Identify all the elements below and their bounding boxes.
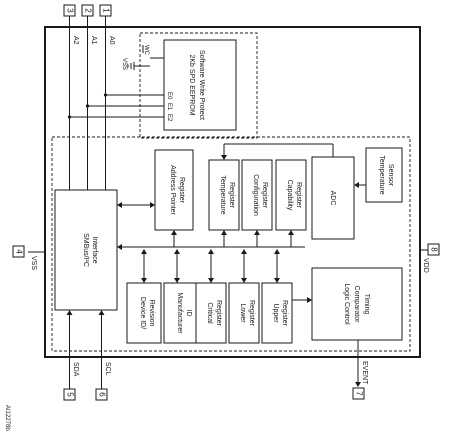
upper-register bbox=[261, 282, 293, 344]
scl-label: SCL bbox=[104, 362, 111, 376]
configuration-register bbox=[241, 159, 273, 231]
smbus-label-line2: Interface bbox=[91, 236, 98, 263]
capability-label-line1: Capability bbox=[286, 180, 293, 211]
vdd-label: VDD bbox=[422, 258, 429, 273]
figure-id: AI12278b bbox=[4, 405, 10, 431]
critical-label-line1: Critical bbox=[206, 302, 213, 324]
bus-to-upper-arrow-down bbox=[274, 278, 280, 283]
eeprom-label-line1: 2Kb SPD EEPROM bbox=[188, 54, 195, 115]
a0-label: A0 bbox=[108, 36, 115, 45]
adc-block bbox=[311, 156, 355, 240]
logic-label-line1: Logic Control bbox=[343, 283, 350, 325]
e1-label: E1 bbox=[166, 103, 172, 111]
pin-4-label: 4 bbox=[14, 249, 23, 254]
config-label-line2: Register bbox=[261, 182, 268, 209]
temp-to-bus-arrowhead bbox=[221, 230, 227, 235]
adc-label: ADC bbox=[329, 191, 336, 206]
event-label: EVENT bbox=[361, 361, 368, 385]
sensor-region bbox=[51, 136, 411, 352]
e2-label: E2 bbox=[166, 114, 172, 122]
logic-label-line2: Comparator bbox=[353, 286, 360, 324]
e0-label: E0 bbox=[166, 92, 172, 100]
scl-arrowhead bbox=[98, 310, 105, 315]
manuf-label-line1: Manufacturer bbox=[176, 292, 183, 334]
bus-to-lower-arrow-down bbox=[241, 278, 247, 283]
sensor-label-line2: Sensor bbox=[387, 164, 394, 187]
upper-label-line1: Upper bbox=[272, 303, 279, 323]
temperature-register bbox=[208, 159, 240, 231]
temp-label-line1: Temperature bbox=[219, 175, 226, 214]
config-to-bus-arrowhead bbox=[254, 230, 260, 235]
upper-label-line2: Register bbox=[281, 300, 288, 327]
bus-to-lower-arrow-up bbox=[241, 249, 247, 254]
manuf-label-line2: ID bbox=[185, 310, 192, 317]
bus-to-device-arrow-down bbox=[141, 278, 147, 283]
pin-4-box bbox=[12, 245, 25, 258]
bus-to-upper-arrow-up bbox=[274, 249, 280, 254]
vss-eeprom-label: VSS bbox=[121, 58, 127, 70]
event-arrowhead bbox=[355, 382, 361, 387]
pin-3-label: 3 bbox=[65, 8, 74, 13]
logic-label-line3: Timing bbox=[363, 294, 370, 315]
vss-label: VSS bbox=[30, 256, 37, 270]
bus-to-manuf-arrow-up bbox=[174, 249, 180, 254]
adc-feedback-arrowhead bbox=[221, 155, 227, 160]
pin-6-label: 6 bbox=[97, 392, 106, 397]
chip-outline bbox=[44, 26, 421, 358]
pin-7-label: 7 bbox=[354, 391, 363, 396]
lower-label-line2: Register bbox=[248, 300, 255, 327]
eeprom-region bbox=[139, 32, 258, 139]
pin-8-label: 8 bbox=[429, 247, 438, 252]
address-pointer-register bbox=[154, 149, 194, 231]
config-label-line1: Configuration bbox=[252, 174, 259, 216]
sda-label: SDA bbox=[72, 362, 79, 377]
logic-control-block bbox=[311, 267, 403, 341]
smbus-label-line1: SMBus/I²C bbox=[82, 233, 89, 267]
sensor-label-line1: Temperature bbox=[378, 155, 385, 194]
pin-5-label: 5 bbox=[65, 392, 74, 397]
smbus-to-addr-arrowtail bbox=[117, 202, 122, 208]
bus-arrow-left bbox=[117, 244, 122, 250]
smbus-interface bbox=[54, 189, 118, 311]
smbus-to-addr-arrowhead bbox=[150, 202, 155, 208]
lower-label-line1: Lower bbox=[239, 303, 246, 323]
eeprom-label-line2: Software Write Protect bbox=[198, 50, 205, 120]
temperature-sensor bbox=[365, 147, 403, 203]
bus-to-critical-arrow-down bbox=[208, 278, 214, 283]
eeprom-block bbox=[163, 39, 237, 131]
pin-1-label: 1 bbox=[101, 8, 110, 13]
a1-label: A1 bbox=[90, 36, 97, 45]
capability-label-line2: Register bbox=[295, 182, 302, 209]
device-label-line2: Revision bbox=[148, 300, 155, 327]
junction-a2 bbox=[67, 115, 72, 119]
addr-label-line1: Address Pointer bbox=[169, 165, 176, 215]
addr-to-bus-arrowhead bbox=[171, 230, 177, 235]
registers-to-logic-arrowhead bbox=[307, 297, 312, 303]
sensor-to-adc-arrowhead bbox=[354, 182, 359, 188]
bus-to-critical-arrow-up bbox=[208, 249, 214, 254]
device-label-line1: Device ID/ bbox=[139, 297, 146, 329]
critical-register bbox=[195, 282, 227, 344]
capability-to-bus-arrowhead bbox=[288, 230, 294, 235]
critical-label-line2: Register bbox=[215, 300, 222, 327]
pin-8-box bbox=[427, 243, 440, 256]
pin-6-box bbox=[95, 388, 108, 401]
lower-register bbox=[228, 282, 260, 344]
junction-a0 bbox=[103, 93, 108, 97]
pin-7-box bbox=[352, 387, 365, 400]
bus-to-device-arrow-up bbox=[141, 249, 147, 254]
a2-label: A2 bbox=[72, 36, 79, 45]
temp-label-line2: Register bbox=[228, 182, 235, 209]
sda-arrowhead bbox=[66, 310, 73, 315]
device-id-register bbox=[126, 282, 162, 344]
junction-a1 bbox=[85, 104, 90, 108]
wc-label: WC bbox=[143, 45, 149, 56]
bus-to-manuf-arrow-down bbox=[174, 278, 180, 283]
pin-5-box bbox=[63, 388, 76, 401]
pin-2-label: 2 bbox=[83, 8, 92, 13]
addr-label-line2: Register bbox=[178, 177, 185, 204]
